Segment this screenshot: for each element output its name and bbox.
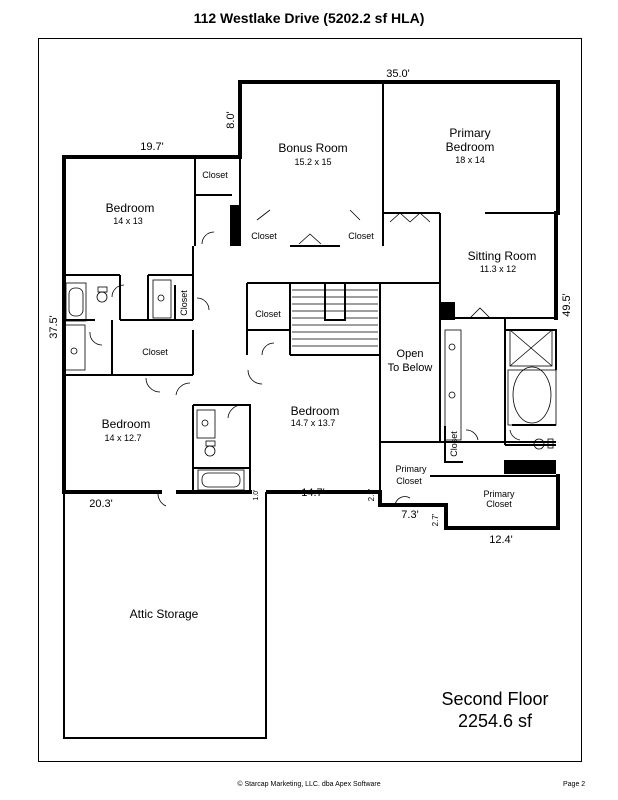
primary-closet-1-label-1: Primary [396, 464, 427, 474]
bonus-room-label: Bonus Room [278, 141, 347, 155]
floor-summary: Second Floor 2254.6 sf [420, 688, 570, 732]
dim-14-7: 14.7' [301, 487, 325, 499]
fixtures [64, 209, 557, 507]
labels: Bonus Room 15.2 x 15 Primary Bedroom 18 … [48, 68, 573, 621]
dim-20-3: 20.3' [89, 498, 113, 510]
primary-closet-2-label-1: Primary [484, 489, 515, 499]
dim-49-5: 49.5' [561, 293, 573, 317]
sitting-room-dims: 11.3 x 12 [480, 264, 516, 274]
closet-label: Closet [251, 231, 277, 241]
closet-label: Closet [142, 347, 168, 357]
floor-area: 2254.6 sf [457, 711, 533, 731]
dim-35: 35.0' [386, 68, 410, 80]
plan-title: 112 Westlake Drive (5202.2 sf HLA) [193, 10, 425, 26]
copyright: © Starcap Marketing, LLC. dba Apex Softw… [237, 781, 381, 788]
attic-label: Attic Storage [130, 607, 199, 621]
closet-label: Closet [255, 309, 281, 319]
closet-label: Closet [348, 231, 374, 241]
dim-7-3: 7.3' [401, 509, 418, 521]
bedroom-1-label: Bedroom [106, 201, 155, 215]
open-label-1: Open [397, 348, 424, 360]
dim-1: 1.0' [253, 489, 260, 500]
bedroom-1-dims: 14 x 13 [113, 216, 143, 226]
open-label-2: To Below [388, 362, 433, 374]
wall-blocks [230, 205, 556, 474]
closet-label: Closet [449, 431, 459, 457]
floor-name: Second Floor [441, 689, 549, 709]
bedroom-2-label: Bedroom [102, 417, 151, 431]
dim-2-7: 2.7' [431, 513, 440, 526]
primary-bedroom-label-2: Bedroom [446, 140, 495, 154]
page-frame [38, 38, 582, 762]
primary-bedroom-label-1: Primary [449, 126, 490, 140]
sitting-room-label: Sitting Room [468, 249, 537, 263]
bedroom-3-label: Bedroom [291, 404, 340, 418]
dim-12-4: 12.4' [489, 534, 513, 546]
closet-label: Closet [202, 170, 228, 180]
primary-closet-1-label-2: Closet [396, 476, 422, 486]
bedroom-3-dims: 14.7 x 13.7 [291, 418, 336, 428]
dim-8: 8.0' [225, 111, 237, 128]
primary-closet-2-label-2: Closet [486, 499, 512, 509]
closet-label: Closet [179, 290, 189, 316]
dim-19-7: 19.7' [140, 141, 164, 153]
bedroom-2-dims: 14 x 12.7 [104, 433, 141, 443]
page-number: Page 2 [563, 781, 586, 788]
bonus-room-dims: 15.2 x 15 [294, 157, 331, 167]
dim-37-5: 37.5' [48, 315, 60, 339]
dim-2-3: 2.3' [367, 488, 376, 501]
primary-bedroom-dims: 18 x 14 [455, 155, 485, 165]
